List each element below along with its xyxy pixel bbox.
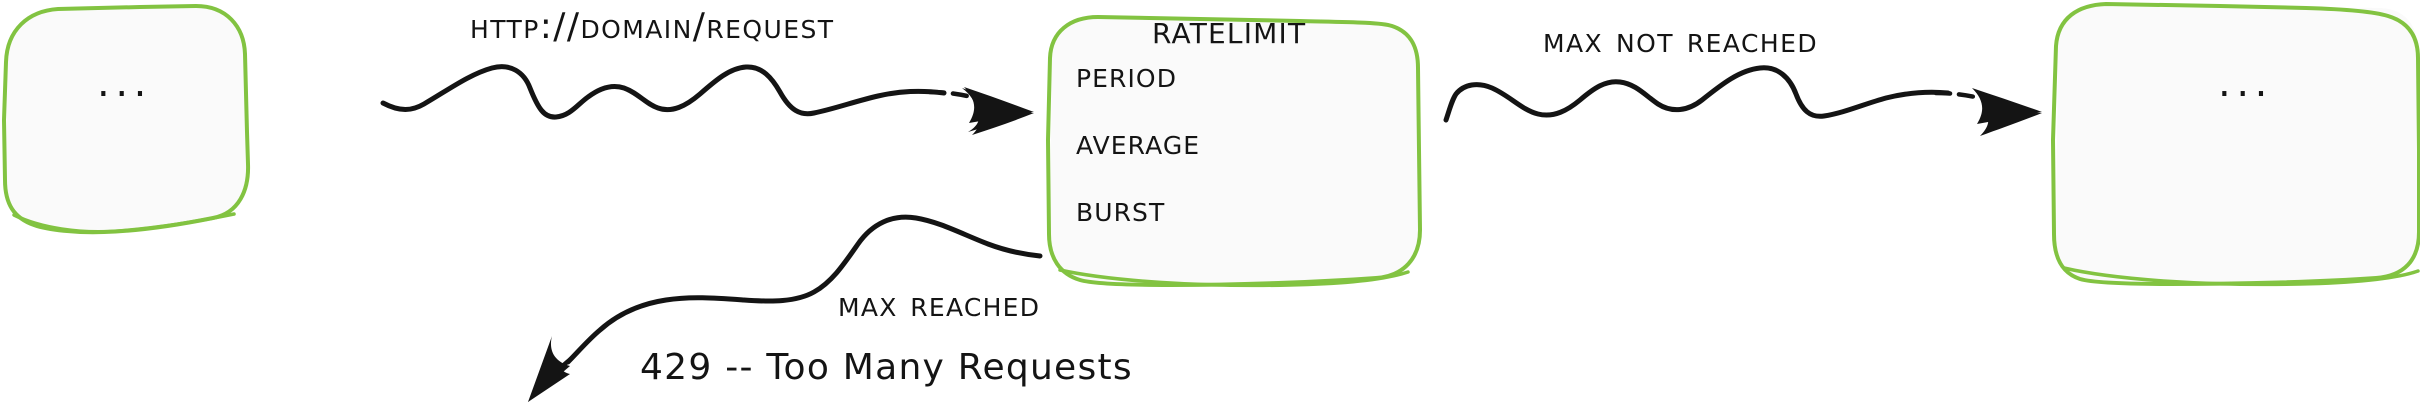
- edge-label-max-not-reached: Max not reached: [1543, 20, 1819, 61]
- node-downstream[interactable]: [2051, 2, 2420, 287]
- node-ratelimit-title: RateLimit: [1152, 7, 1307, 53]
- node-ratelimit[interactable]: [1046, 15, 1422, 288]
- edge-request-arrow: [380, 64, 1034, 135]
- node-upstream-label: ...: [97, 60, 152, 106]
- edge-label-request: http://domain/request: [470, 6, 835, 47]
- node-downstream-label: ...: [2218, 60, 2273, 106]
- edge-max-reached-arrow: [528, 214, 1043, 402]
- node-upstream-bottom-wobble: [12, 212, 236, 234]
- node-upstream[interactable]: [2, 4, 251, 235]
- node-ratelimit-item-average: Average: [1076, 122, 1201, 163]
- edge-label-max-reached: Max Reached: [838, 284, 1041, 325]
- node-ratelimit-item-period: Period: [1076, 55, 1178, 96]
- node-ratelimit-item-burst: Burst: [1076, 189, 1166, 230]
- edge-max-not-reached-arrow: [1443, 65, 2042, 136]
- edge-label-429-too-many-requests: 429 -- Too Many Requests: [640, 347, 1133, 388]
